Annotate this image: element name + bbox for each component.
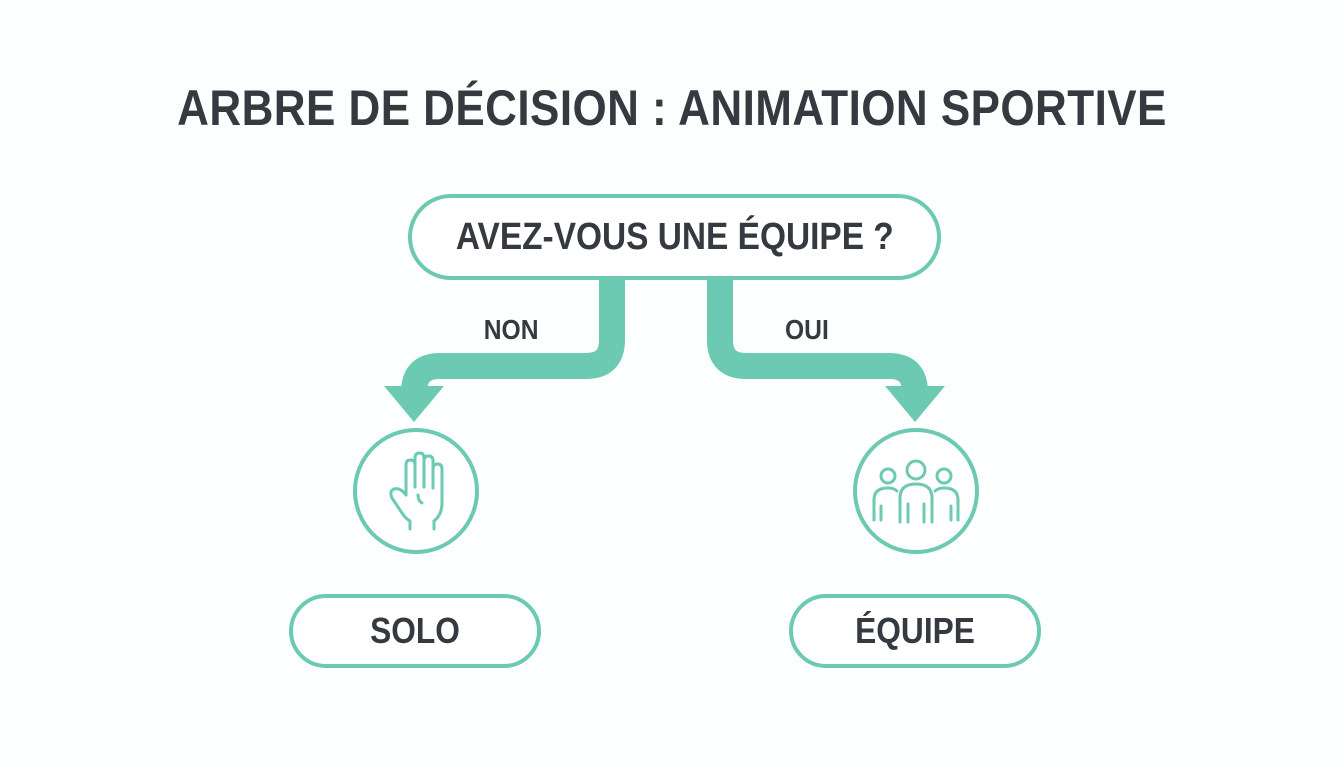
outcome-solo-label: SOLO (370, 610, 460, 651)
page-title: ARBRE DE DÉCISION : ANIMATION SPORTIVE (177, 80, 1167, 136)
team-icon-circle (853, 428, 979, 554)
solo-icon-circle (353, 428, 479, 554)
outcome-solo: SOLO (289, 594, 541, 668)
group-people-icon (872, 459, 960, 524)
no-branch-arrow-line (401, 278, 625, 405)
outcome-team-label: ÉQUIPE (855, 610, 975, 651)
question-node: AVEZ-VOUS UNE ÉQUIPE ? (408, 194, 941, 280)
outcome-team: ÉQUIPE (789, 594, 1041, 668)
question-label: AVEZ-VOUS UNE ÉQUIPE ? (455, 215, 894, 258)
no-branch-arrowhead (384, 386, 444, 422)
raised-hand-icon (389, 451, 444, 531)
yes-branch-arrow-line (707, 278, 928, 405)
branch-label-no: NON (483, 314, 539, 345)
yes-branch-arrowhead (885, 386, 945, 422)
branch-label-yes: OUI (784, 314, 829, 345)
